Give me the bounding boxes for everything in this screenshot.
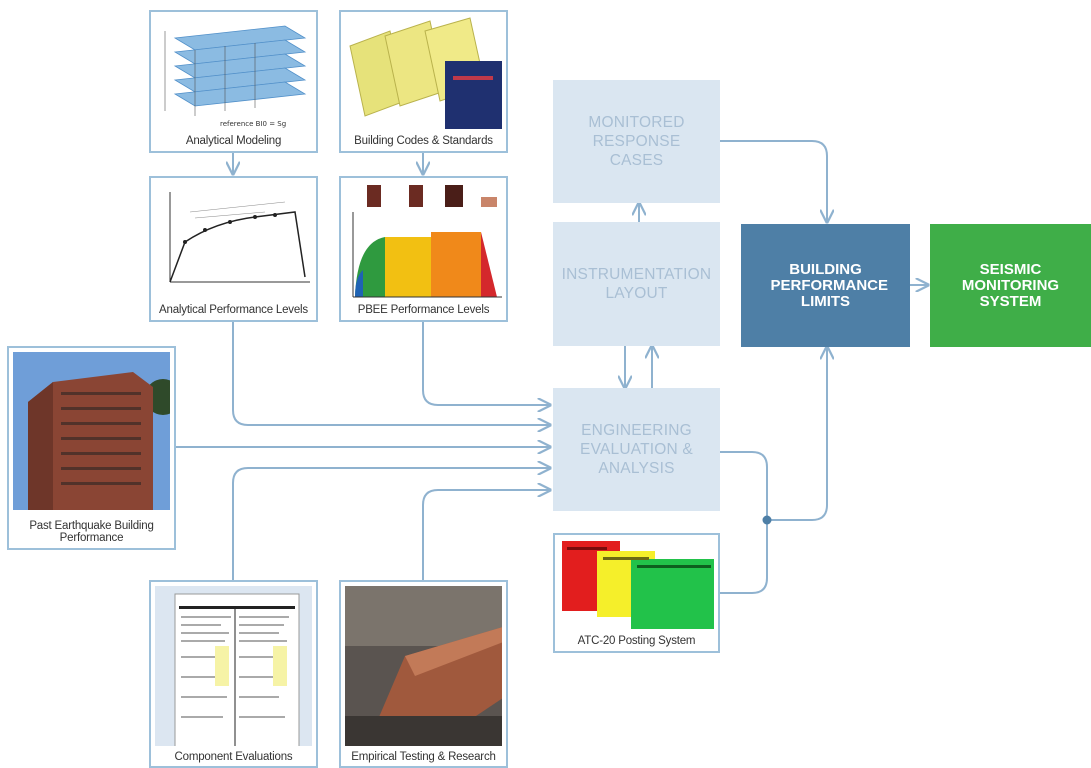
- monitored-label: MONITORED RESPONSE CASES: [588, 114, 685, 169]
- box-building-performance-limits: BUILDING PERFORMANCE LIMITS: [741, 224, 910, 347]
- arrow-monitored-to-limits: [720, 140, 827, 222]
- caption-pbee-performance: PBEE Performance Levels: [357, 304, 490, 316]
- arrow-analytical-to-engineering: [232, 322, 550, 425]
- card-atc20: ATC-20 Posting System: [553, 533, 720, 653]
- evaluation-sheet-image: [155, 586, 312, 746]
- analytical-model-image: reference BI0 = Sg: [155, 16, 312, 129]
- card-analytical-modeling: reference BI0 = Sg Analytical Modeling: [149, 10, 318, 153]
- pushover-curve-image: [155, 182, 312, 298]
- instrumentation-label: INSTRUMENTATION LAYOUT: [561, 266, 712, 302]
- caption-empirical-testing: Empirical Testing & Research: [351, 751, 496, 763]
- card-empirical-testing: Empirical Testing & Research: [339, 580, 508, 768]
- caption-building-codes: Building Codes & Standards: [354, 135, 493, 147]
- box-engineering-evaluation: ENGINEERING EVALUATION & ANALYSIS: [553, 388, 720, 511]
- seismic-system-label: SEISMIC MONITORING SYSTEM: [961, 260, 1060, 310]
- caption-atc20: ATC-20 Posting System: [577, 635, 696, 647]
- arrow-pbee-to-engineering: [422, 322, 550, 405]
- arrow-component-to-engineering: [232, 468, 550, 582]
- box-seismic-monitoring-system: SEISMIC MONITORING SYSTEM: [930, 224, 1091, 347]
- arrow-to-limits: [767, 347, 827, 521]
- junction-dot: [762, 515, 772, 525]
- caption-component-evaluations: Component Evaluations: [174, 751, 293, 763]
- card-component-evaluations: Component Evaluations: [149, 580, 318, 768]
- card-analytical-performance: Analytical Performance Levels: [149, 176, 318, 322]
- connector-engineering-atc20: [720, 451, 768, 594]
- caption-past-earthquake: Past Earthquake Building Performance: [29, 520, 154, 544]
- card-pbee-performance: PBEE Performance Levels: [339, 176, 508, 322]
- caption-analytical-performance: Analytical Performance Levels: [159, 304, 308, 316]
- code-books-image: [345, 16, 502, 129]
- box-monitored-response: MONITORED RESPONSE CASES: [553, 80, 720, 203]
- svg-text:reference BI0 = Sg: reference BI0 = Sg: [220, 120, 286, 128]
- card-past-earthquake: Past Earthquake Building Performance: [7, 346, 176, 550]
- engineering-label: ENGINEERING EVALUATION & ANALYSIS: [580, 422, 693, 477]
- posting-placards-image: [559, 539, 714, 629]
- pbee-chart-image: [345, 182, 502, 298]
- card-building-codes: Building Codes & Standards: [339, 10, 508, 153]
- caption-analytical-modeling: Analytical Modeling: [185, 135, 282, 147]
- arrow-empirical-to-engineering: [422, 490, 550, 582]
- box-instrumentation-layout: INSTRUMENTATION LAYOUT: [553, 222, 720, 346]
- building-photo: [13, 352, 170, 510]
- testing-photo: [345, 586, 502, 746]
- building-limits-label: BUILDING PERFORMANCE LIMITS: [770, 260, 889, 310]
